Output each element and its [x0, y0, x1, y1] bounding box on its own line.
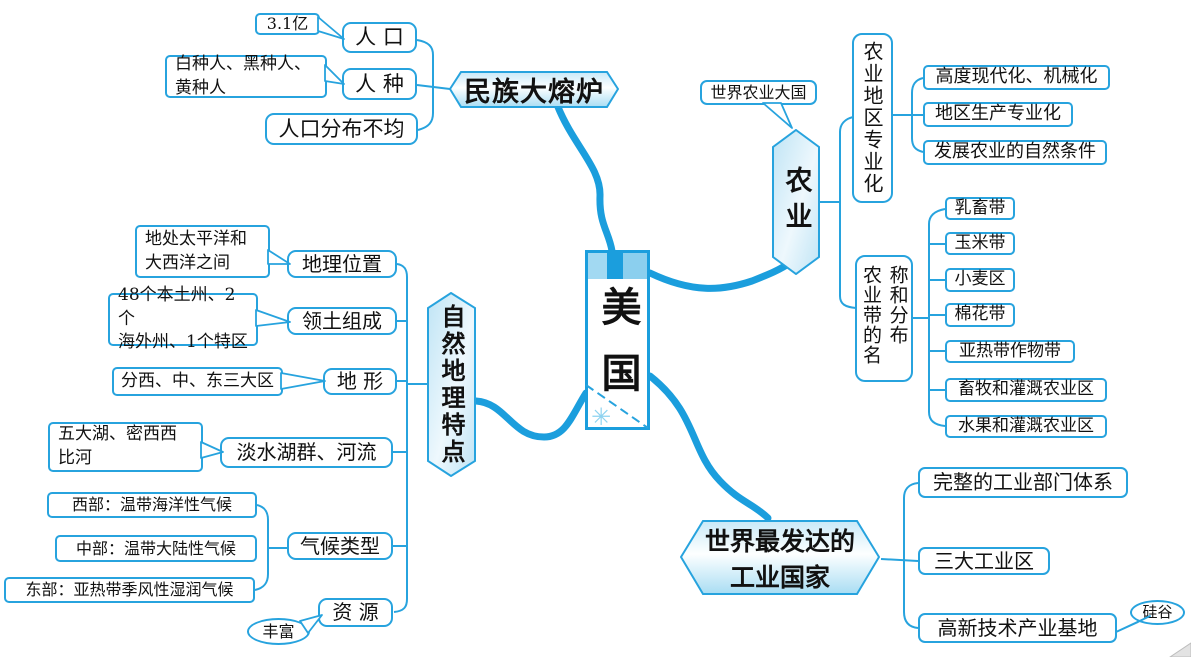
callout-race-value: 白种人、黑种人、 黄种人	[165, 54, 327, 98]
node-agri-specialization-label: 农业地区专业化	[860, 41, 884, 195]
branch-agriculture: 农业	[772, 129, 820, 275]
leaf-industry-system: 完整的工业部门体系	[918, 467, 1128, 498]
node-resource: 资 源	[318, 598, 393, 627]
branch-melting-pot-label: 民族大熔炉	[464, 77, 604, 108]
leaf-industry-hightech: 高新技术产业基地	[918, 613, 1117, 643]
band-segment-dark	[607, 253, 623, 279]
sub-branch-lines	[254, 39, 946, 629]
callout-lakes-value: 五大湖、密西西 比河	[48, 422, 203, 472]
leaf-agri-modernized: 高度现代化、机械化	[923, 65, 1110, 90]
node-terrain: 地 形	[323, 368, 397, 395]
main-branch-curves	[472, 103, 795, 522]
node-location: 地理位置	[287, 250, 397, 278]
band-segment-mid	[623, 253, 647, 279]
bubble-silicon-valley: 硅谷	[1130, 600, 1185, 625]
node-agri-specialization: 农业地区专业化	[852, 33, 893, 203]
leaf-agri-conditions: 发展农业的自然条件	[923, 140, 1107, 165]
branch-industry-label-line2: 工业国家	[729, 562, 830, 592]
node-population-distribution: 人口分布不均	[265, 113, 418, 145]
callout-agriculture-world: 世界农业大国	[700, 80, 817, 105]
branch-industry: 世界最发达的 工业国家	[680, 520, 880, 595]
leaf-belt-fruit: 水果和灌溉农业区	[945, 415, 1107, 438]
leaf-belt-cotton: 棉花带	[945, 303, 1015, 327]
callout-climate-east: 东部：亚热带季风性湿润气候	[4, 577, 255, 603]
callout-population-value: 3.1亿	[255, 13, 320, 35]
branch-agriculture-label: 农业	[780, 166, 812, 238]
leaf-belt-subtropical: 亚热带作物带	[945, 340, 1075, 363]
bubble-resource-rich: 丰富	[247, 618, 310, 645]
leaf-belt-dairy: 乳畜带	[945, 197, 1015, 220]
leaf-belt-corn: 玉米带	[945, 232, 1015, 255]
leaf-agri-regional: 地区生产专业化	[923, 102, 1073, 127]
branch-industry-label-line1: 世界最发达的	[704, 526, 855, 556]
branch-natural-geography: 自然地理特点	[427, 292, 476, 477]
center-node-band	[588, 253, 647, 279]
node-lakes-rivers: 淡水湖群、河流	[220, 437, 393, 468]
node-climate-type: 气候类型	[287, 532, 393, 560]
node-territory: 领土组成	[287, 307, 397, 335]
leaf-belt-grazing: 畜牧和灌溉农业区	[945, 378, 1107, 402]
callout-location-value: 地处太平洋和 大西洋之间	[135, 225, 270, 278]
node-race: 人 种	[342, 68, 417, 100]
callout-climate-west: 西部：温带海洋性气候	[47, 492, 257, 518]
node-agri-belts: 农业带的名称和分布	[855, 255, 913, 382]
branch-melting-pot: 民族大熔炉	[449, 71, 619, 108]
leaf-belt-wheat: 小麦区	[945, 268, 1015, 292]
callout-climate-middle: 中部：温带大陆性气候	[55, 535, 257, 562]
center-node: 美国 ✳	[585, 250, 650, 431]
callout-territory-value: 48个本土州、2个 海外州、1个特区	[108, 285, 258, 352]
branch-natural-geography-label: 自然地理特点	[437, 303, 465, 466]
snowflake-icon: ✳	[591, 403, 612, 431]
leaf-industry-zones: 三大工业区	[918, 547, 1050, 575]
callout-terrain-value: 分西、中、东三大区	[112, 367, 283, 396]
page-curl-decoration	[1169, 642, 1191, 657]
node-agri-belts-label: 农业带的名称和分布	[860, 264, 909, 365]
node-population: 人 口	[342, 22, 417, 53]
